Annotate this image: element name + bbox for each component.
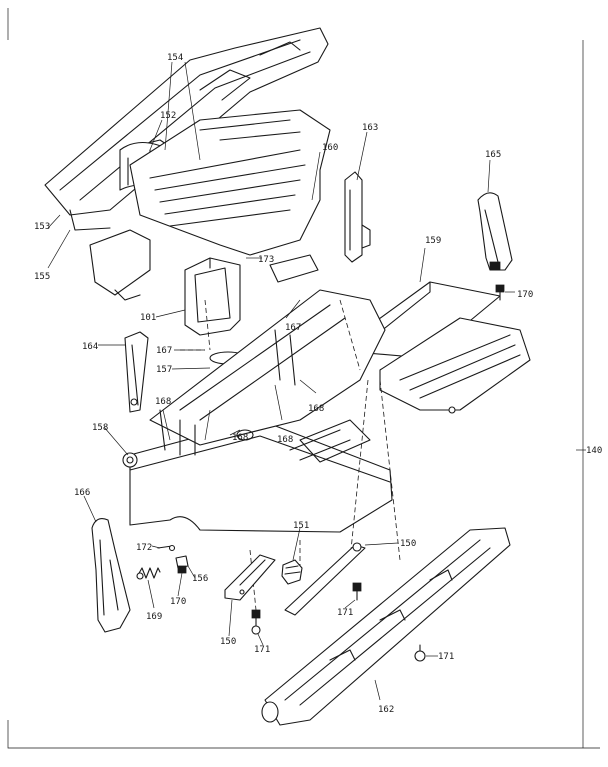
- callout-166: 166: [74, 488, 90, 498]
- callout-158: 158: [92, 423, 108, 433]
- part-166-handle: [91, 518, 131, 633]
- part-170-screw-top: [495, 284, 505, 301]
- callout-150-right: 150: [400, 539, 416, 549]
- callout-168-c: 168: [232, 433, 248, 443]
- callout-171-c: 171: [438, 652, 454, 662]
- callout-173: 173: [258, 255, 274, 265]
- callout-170-top: 170: [517, 290, 533, 300]
- callout-170-low: 170: [170, 597, 186, 607]
- callout-155: 155: [34, 272, 50, 282]
- frame-marks: [7, 8, 600, 749]
- callout-151: 151: [293, 521, 309, 531]
- part-150-rail-left: [224, 554, 276, 601]
- paper-tray-frame: [89, 109, 331, 301]
- part-162-base-rail: [261, 527, 511, 726]
- part-101-block: [184, 257, 241, 336]
- callout-140: 140: [586, 446, 602, 456]
- callout-159: 159: [425, 236, 441, 246]
- callout-168-d: 168: [277, 435, 293, 445]
- callout-160: 160: [322, 143, 338, 153]
- callout-168-b: 168: [308, 404, 324, 414]
- callout-101: 101: [140, 313, 156, 323]
- callout-150-left: 150: [220, 637, 236, 647]
- part-163-lever: [344, 171, 371, 263]
- part-151-gear: [281, 559, 303, 585]
- part-171-fastener-c: [414, 644, 426, 662]
- callout-164: 164: [82, 342, 98, 352]
- part-158-bushing: [122, 452, 138, 468]
- callout-152: 152: [160, 111, 176, 121]
- assembly-dashed-lines: [180, 299, 401, 611]
- callout-156: 156: [192, 574, 208, 584]
- part-164-lever: [124, 331, 149, 413]
- callout-168-a: 168: [155, 397, 171, 407]
- callout-167-right: 167: [285, 323, 301, 333]
- callout-162: 162: [378, 705, 394, 715]
- part-171-fastener-b: [352, 582, 362, 601]
- part-159-cover: [349, 281, 531, 414]
- leader-lines: [47, 61, 586, 701]
- callout-labels: 154 152 160 163 165 153 155 173 159 170 …: [34, 53, 602, 715]
- callout-165: 165: [485, 150, 501, 160]
- callout-169: 169: [146, 612, 162, 622]
- callout-154: 154: [167, 53, 183, 63]
- callout-153: 153: [34, 222, 50, 232]
- callout-171-a: 171: [254, 645, 270, 655]
- callout-172: 172: [136, 543, 152, 553]
- part-169-spring: [136, 567, 161, 580]
- callout-167-left: 167: [156, 346, 172, 356]
- callout-163: 163: [362, 123, 378, 133]
- callout-171-b: 171: [337, 608, 353, 618]
- part-171-fastener-a: [251, 609, 261, 635]
- part-172-pin: [157, 544, 176, 552]
- main-chassis: [129, 289, 393, 533]
- part-170-screw-low: [177, 565, 187, 574]
- part-150-rail-right: [284, 542, 366, 616]
- part-165-lever: [477, 192, 513, 271]
- callout-157: 157: [156, 365, 172, 375]
